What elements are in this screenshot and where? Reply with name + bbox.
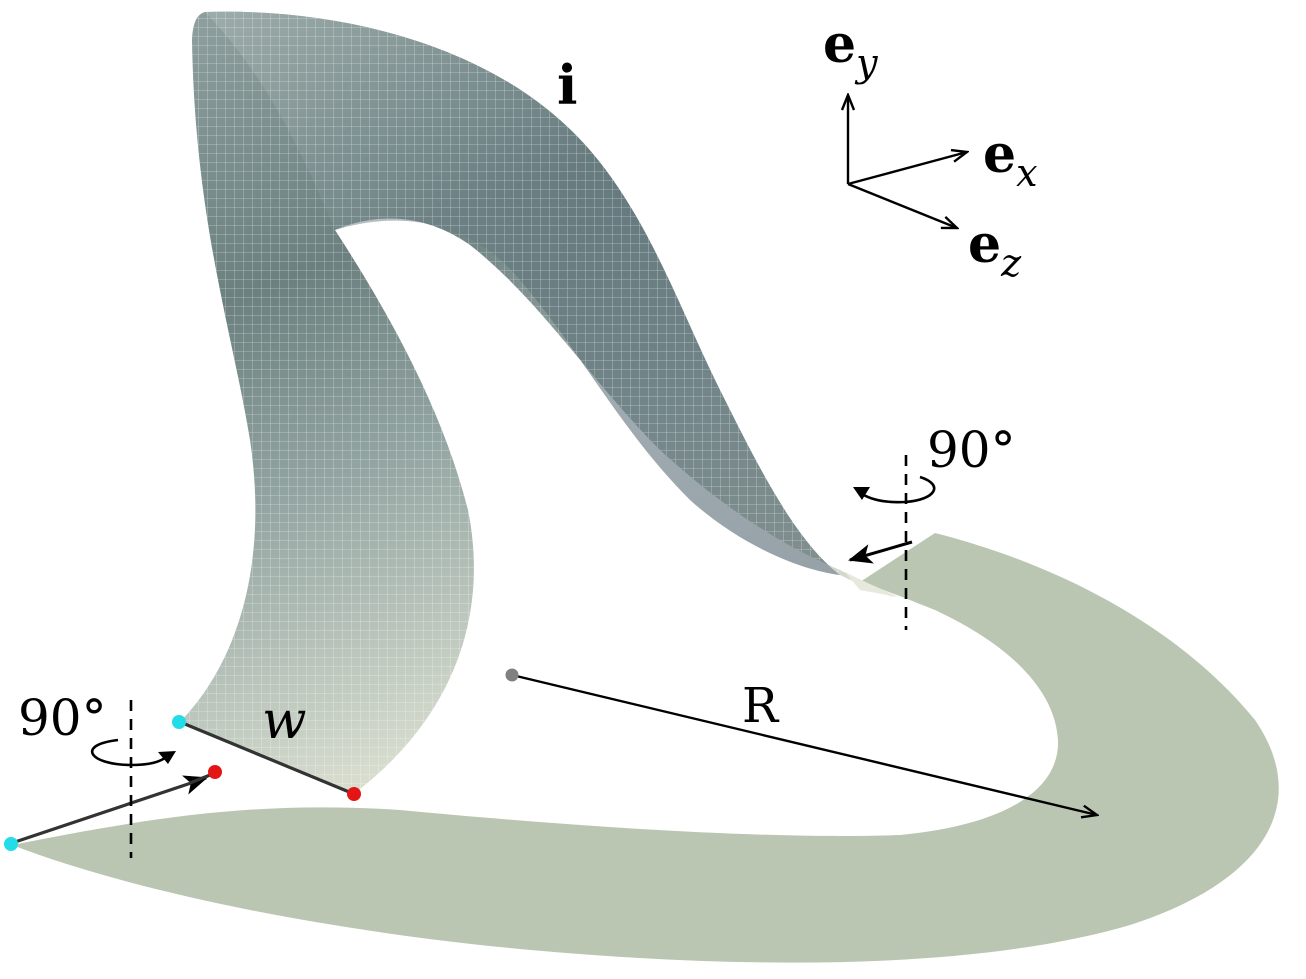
axis-y-label: ey	[823, 14, 878, 85]
left-edge-arrow	[11, 775, 208, 845]
axis-z-label: ez	[968, 214, 1022, 285]
width-label: w	[262, 691, 307, 751]
center-point	[505, 668, 519, 682]
left-rotation-arrowhead	[158, 751, 176, 764]
left-rotation-arc	[91, 738, 169, 767]
twisted-strip	[180, 11, 898, 793]
axis-x-arrow	[847, 152, 967, 186]
coordinate-axes	[848, 95, 967, 228]
width-edge	[179, 720, 355, 796]
red-point-bottom	[347, 787, 361, 801]
angle-label-left: 90°	[18, 689, 107, 747]
strip-label: i	[557, 53, 578, 117]
right-rotation-arc	[861, 475, 936, 504]
radius-arrow	[511, 673, 1097, 815]
right-edge-arrow	[848, 540, 913, 564]
radius-label: R	[742, 678, 780, 734]
angle-label-right: 90°	[927, 421, 1016, 479]
axis-z-arrow	[847, 182, 957, 228]
right-rotation-arrowhead	[853, 487, 870, 500]
cyan-point-top	[172, 715, 186, 729]
red-point-top	[208, 765, 222, 779]
cyan-point-left	[4, 837, 18, 851]
axis-x-label: ex	[983, 124, 1038, 195]
flat-ring	[12, 533, 1279, 963]
